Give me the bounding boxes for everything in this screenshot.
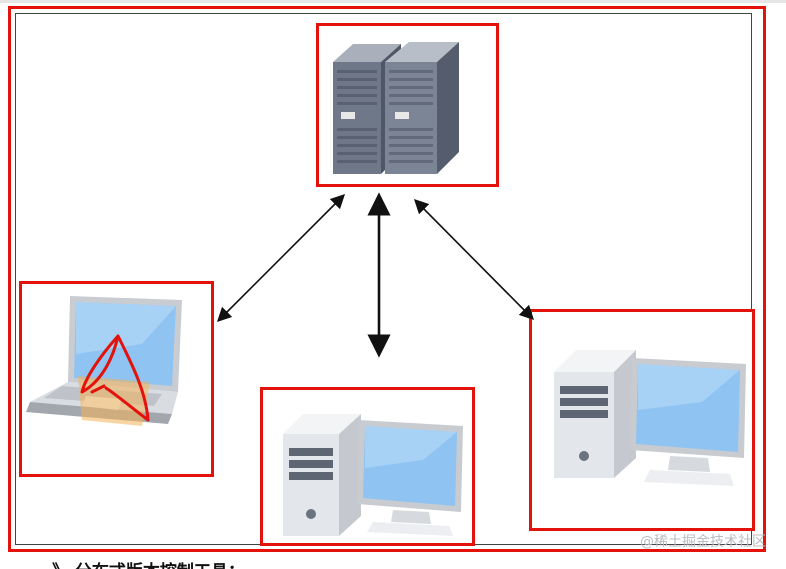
laptop-node: [19, 281, 214, 477]
arrow-server-right-desktop: [413, 198, 535, 321]
outer-red-frame: [8, 6, 766, 552]
desktop-pc-icon: [554, 350, 746, 486]
desktop-node-center: [260, 387, 475, 546]
laptop-icon: [26, 296, 182, 426]
desktop-node-right: [529, 309, 755, 531]
server-icon: [333, 42, 459, 174]
watermark: @稀土掘金技术社区: [640, 534, 766, 550]
page-top-rule: [0, 0, 786, 3]
server-node: [316, 23, 499, 187]
desktop-pc-icon: [283, 414, 463, 536]
arrow-server-laptop: [216, 193, 346, 323]
caption-text: 》 分布式版本控制工具：: [52, 557, 245, 569]
